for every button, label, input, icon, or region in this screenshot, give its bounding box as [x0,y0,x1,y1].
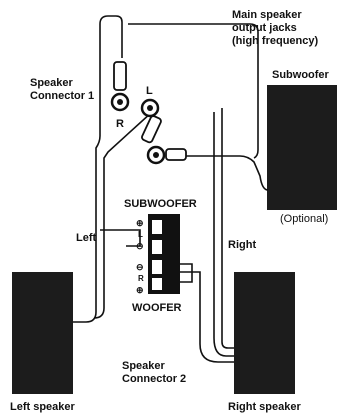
main-jacks-label-2: output jacks [232,22,297,34]
woofer-panel-label: WOOFER [132,302,182,314]
subwoofer-speaker [267,85,337,210]
right-speaker-box [234,272,295,394]
rca-plugs [113,61,187,161]
terminal-plus-top: ⊕ [136,218,144,228]
left-wire-2 [93,111,153,319]
main-jacks-label-3: (high frequency) [232,35,319,47]
connector2-label-2: Connector 2 [122,373,186,385]
terminal-r: R [138,274,144,283]
speaker-wires [73,15,269,363]
right-speaker-label: Right speaker [228,401,301,413]
main-jacks-label-1: Main speaker [232,9,302,21]
plug-r [113,61,127,91]
woofer-r-wire [180,271,234,363]
plug-sub [165,148,187,161]
right-label: Right [228,239,256,251]
left-speaker-label: Left speaker [10,401,76,413]
jack-r-label: R [116,118,124,130]
connector2-label-1: Speaker [122,360,166,372]
subwoofer-label: Subwoofer [272,69,330,81]
woofer-terminal-panel [126,214,193,294]
left-speaker-box [12,272,73,394]
terminal-minus-top: ⊖ [136,241,144,251]
subwoofer-wire [176,155,269,191]
terminal-minus-bot: ⊖ [136,262,144,272]
connector1-label-1: Speaker [30,77,74,89]
terminal-plus-bot: ⊕ [136,285,144,295]
left-label: Left [76,232,97,244]
optional-label: (Optional) [280,213,328,225]
connector1-label-2: Connector 1 [30,90,94,102]
subwoofer-panel-label: SUBWOOFER [124,198,197,210]
right-wire-down-2 [213,112,234,357]
main-speaker-jacks [110,92,166,165]
right-wire-down [221,108,234,349]
plug-l [141,115,162,144]
jack-l-label: L [146,85,153,97]
right-wire [128,23,259,159]
terminal-l: L [138,230,143,239]
